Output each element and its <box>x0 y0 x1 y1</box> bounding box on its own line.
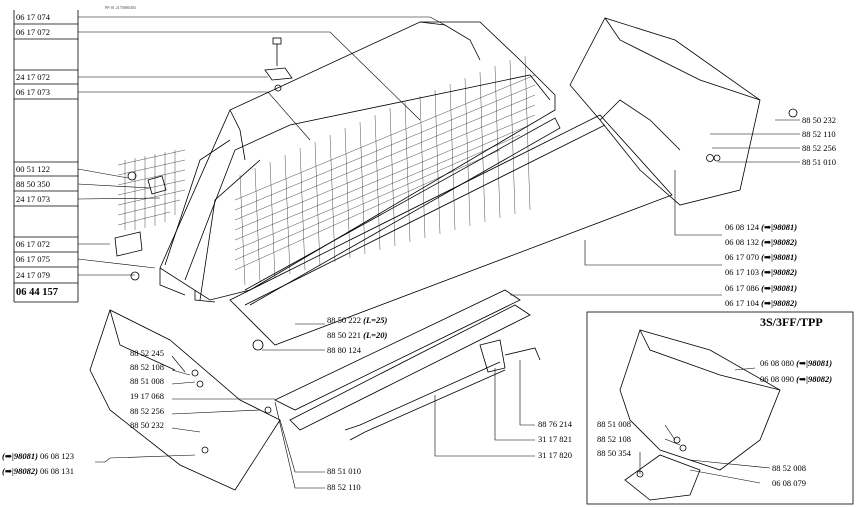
part-label: 88 50 221 (L=20) <box>327 330 388 340</box>
deflector-bar <box>274 289 541 441</box>
part-label: 88 50 354 <box>597 448 631 458</box>
lower-left-panel <box>89 309 281 491</box>
part-label: 88 50 232 <box>802 115 836 125</box>
part-label: 88 51 008 <box>597 419 631 429</box>
variant-label: 06 08 080 (➡|98081) <box>760 358 833 368</box>
long-rail <box>229 114 673 346</box>
part-label: 24 17 072 <box>16 72 50 82</box>
part-label: 88 80 124 <box>327 345 361 355</box>
part-label: 06 17 074 <box>16 12 50 22</box>
part-label: 88 76 214 <box>538 419 572 429</box>
drawing-header: PF-01 2170080403 <box>105 5 136 10</box>
right-side-panel <box>569 17 761 206</box>
part-label: 19 17 068 <box>130 391 164 401</box>
part-label: 88 52 110 <box>802 129 836 139</box>
variant-label: 06 08 090 (➡|98082) <box>760 374 833 384</box>
right-leader-lines <box>510 119 800 296</box>
part-label: 00 51 122 <box>16 164 50 174</box>
part-label: 88 50 232 <box>130 420 164 430</box>
left-leader-lines <box>77 16 446 276</box>
variant-label: 06 17 086 (➡|98081) <box>725 283 798 293</box>
variant-label: (➡|98082) 06 08 131 <box>2 466 75 476</box>
part-label: 88 52 008 <box>772 463 806 473</box>
part-label: 88 50 350 <box>16 179 50 189</box>
part-label: 31 17 821 <box>538 434 572 444</box>
part-label: 88 52 110 <box>327 482 361 492</box>
part-label: 24 17 073 <box>16 194 50 204</box>
mesh-grid <box>117 55 536 286</box>
variant-label: 06 17 104 (➡|98082) <box>725 298 798 308</box>
part-label: 06 17 072 <box>16 239 50 249</box>
left-label-column <box>13 10 79 303</box>
part-label: 88 52 256 <box>802 143 836 153</box>
part-label: 06 17 073 <box>16 87 50 97</box>
bolt-hardware <box>114 37 798 281</box>
main-assembly-number: 06 44 157 <box>16 287 58 298</box>
part-label: 06 08 079 <box>772 478 806 488</box>
part-label: 88 50 222 (L=25) <box>327 315 388 325</box>
variant-label: 06 17 070 (➡|98081) <box>725 252 798 262</box>
center-leader-lines <box>95 323 535 489</box>
variant-label: 06 17 103 (➡|98082) <box>725 267 798 277</box>
part-label: 88 52 108 <box>597 434 631 444</box>
inset-box <box>586 311 854 505</box>
part-label: 06 17 075 <box>16 254 50 264</box>
cab-roof-frame <box>159 21 561 306</box>
part-label: 88 51 010 <box>327 466 361 476</box>
part-label: 06 17 072 <box>16 27 50 37</box>
inset-leader-lines <box>639 367 771 484</box>
variant-label: 06 08 132 (➡|98082) <box>725 237 798 247</box>
variant-label: (➡|98081) 06 08 123 <box>2 451 75 461</box>
part-label: 88 52 108 <box>130 362 164 372</box>
inset-box-title: 3S/3FF/TPP <box>760 315 823 329</box>
variant-label: 06 08 124 (➡|98081) <box>725 222 798 232</box>
part-label: 31 17 820 <box>538 450 572 460</box>
part-label: 88 51 010 <box>802 157 836 167</box>
part-label: 88 51 008 <box>130 376 164 386</box>
part-label: 88 52 256 <box>130 406 164 416</box>
part-label: 88 52 245 <box>130 348 164 358</box>
part-label: 24 17 079 <box>16 270 50 280</box>
